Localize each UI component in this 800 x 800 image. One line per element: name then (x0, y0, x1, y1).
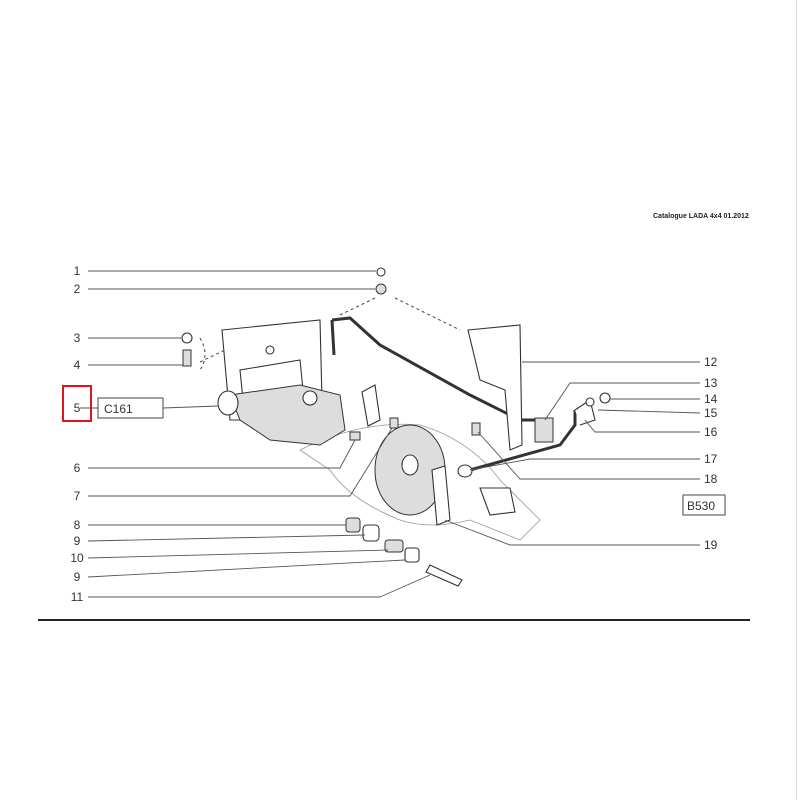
callout-11[interactable]: 11 (71, 590, 84, 604)
leader-line (597, 409, 701, 414)
callout-14[interactable]: 14 (704, 392, 718, 406)
callout-16[interactable]: 16 (704, 425, 718, 439)
callout-9[interactable]: 9 (74, 534, 81, 548)
callout-12[interactable]: 12 (704, 355, 718, 369)
leader-line (87, 549, 389, 559)
ref-c161-label: C161 (104, 402, 133, 416)
ref-c161[interactable]: C161 (97, 397, 164, 419)
callout-7[interactable]: 7 (74, 489, 81, 503)
ref-b530[interactable]: B530 (682, 494, 726, 516)
parts-drawing (181, 267, 611, 587)
leader-line (88, 439, 356, 469)
highlight-box (62, 385, 92, 422)
leader-line (469, 458, 700, 471)
leader-line (88, 574, 431, 598)
page-edge (796, 0, 797, 800)
callout-3[interactable]: 3 (74, 331, 81, 345)
leader-line (80, 405, 219, 409)
callout-1[interactable]: 1 (74, 264, 81, 278)
callout-2[interactable]: 2 (74, 282, 81, 296)
leader-line (87, 559, 406, 578)
callout-19[interactable]: 19 (704, 538, 718, 552)
leader-line (544, 382, 700, 421)
callout-4[interactable]: 4 (74, 358, 81, 372)
callout-5[interactable]: 5 (74, 401, 81, 415)
callout-18[interactable]: 18 (704, 472, 718, 486)
horizontal-rule (38, 619, 750, 621)
callout-17[interactable]: 17 (704, 452, 718, 466)
callout-13[interactable]: 13 (704, 376, 718, 390)
leader-line (477, 431, 700, 480)
leader-line (88, 427, 393, 497)
leader-line (584, 419, 700, 433)
callout-15[interactable]: 15 (704, 406, 718, 420)
leader-line (444, 519, 700, 546)
leader-line (87, 534, 366, 542)
leader-lines (80, 270, 701, 598)
ref-b530-label: B530 (687, 499, 715, 513)
callout-9[interactable]: 9 (74, 570, 81, 584)
callout-8[interactable]: 8 (74, 518, 81, 532)
callout-6[interactable]: 6 (74, 461, 81, 475)
callout-10[interactable]: 10 (70, 551, 84, 565)
catalogue-header: Catalogue LADA 4x4 01.2012 (653, 213, 749, 220)
